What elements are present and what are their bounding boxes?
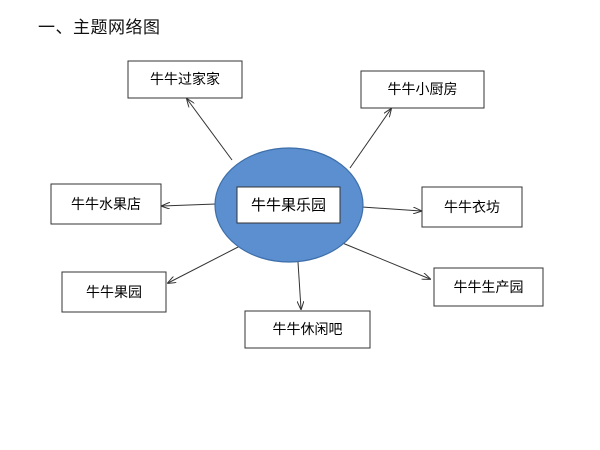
connector-xiuxianba [298,261,301,309]
branch-box [421,186,523,228]
branch-box [433,267,544,307]
branch-label: 牛牛生产园 [454,280,524,296]
branch-node-guojiajia: 牛牛过家家 [127,60,243,99]
center-node: 牛牛果乐园 [214,147,364,263]
branch-label: 牛牛水果店 [71,197,141,213]
connector-xiaochufang [349,109,391,169]
branch-box [61,271,167,313]
connector-shengchanyuan [339,241,430,279]
branch-box [50,183,162,225]
section-title: 一、主题网络图 [38,18,161,38]
branch-box [244,310,371,349]
center-label-box [236,186,341,224]
connector-guojiajia [187,99,233,161]
branch-node-xiuxianba: 牛牛休闲吧 [244,310,371,349]
branch-node-yifang: 牛牛衣坊 [421,186,523,228]
branch-node-shengchanyuan: 牛牛生产园 [433,267,544,307]
branch-box [360,70,485,109]
branch-label: 牛牛衣坊 [444,200,500,216]
branch-node-shuiguodian: 牛牛水果店 [50,183,162,225]
branch-node-guoyuan: 牛牛果园 [61,271,167,313]
branch-label: 牛牛果园 [86,285,142,301]
branch-box [127,60,243,99]
center-label: 牛牛果乐园 [251,196,326,214]
connector-yifang [361,206,421,211]
connector-shuiguodian [162,204,217,206]
branch-label: 牛牛过家家 [150,71,220,88]
branch-label: 牛牛小厨房 [388,82,458,98]
connector-guoyuan [168,244,243,283]
branch-node-xiaochufang: 牛牛小厨房 [360,70,485,109]
branch-label: 牛牛休闲吧 [273,322,343,338]
